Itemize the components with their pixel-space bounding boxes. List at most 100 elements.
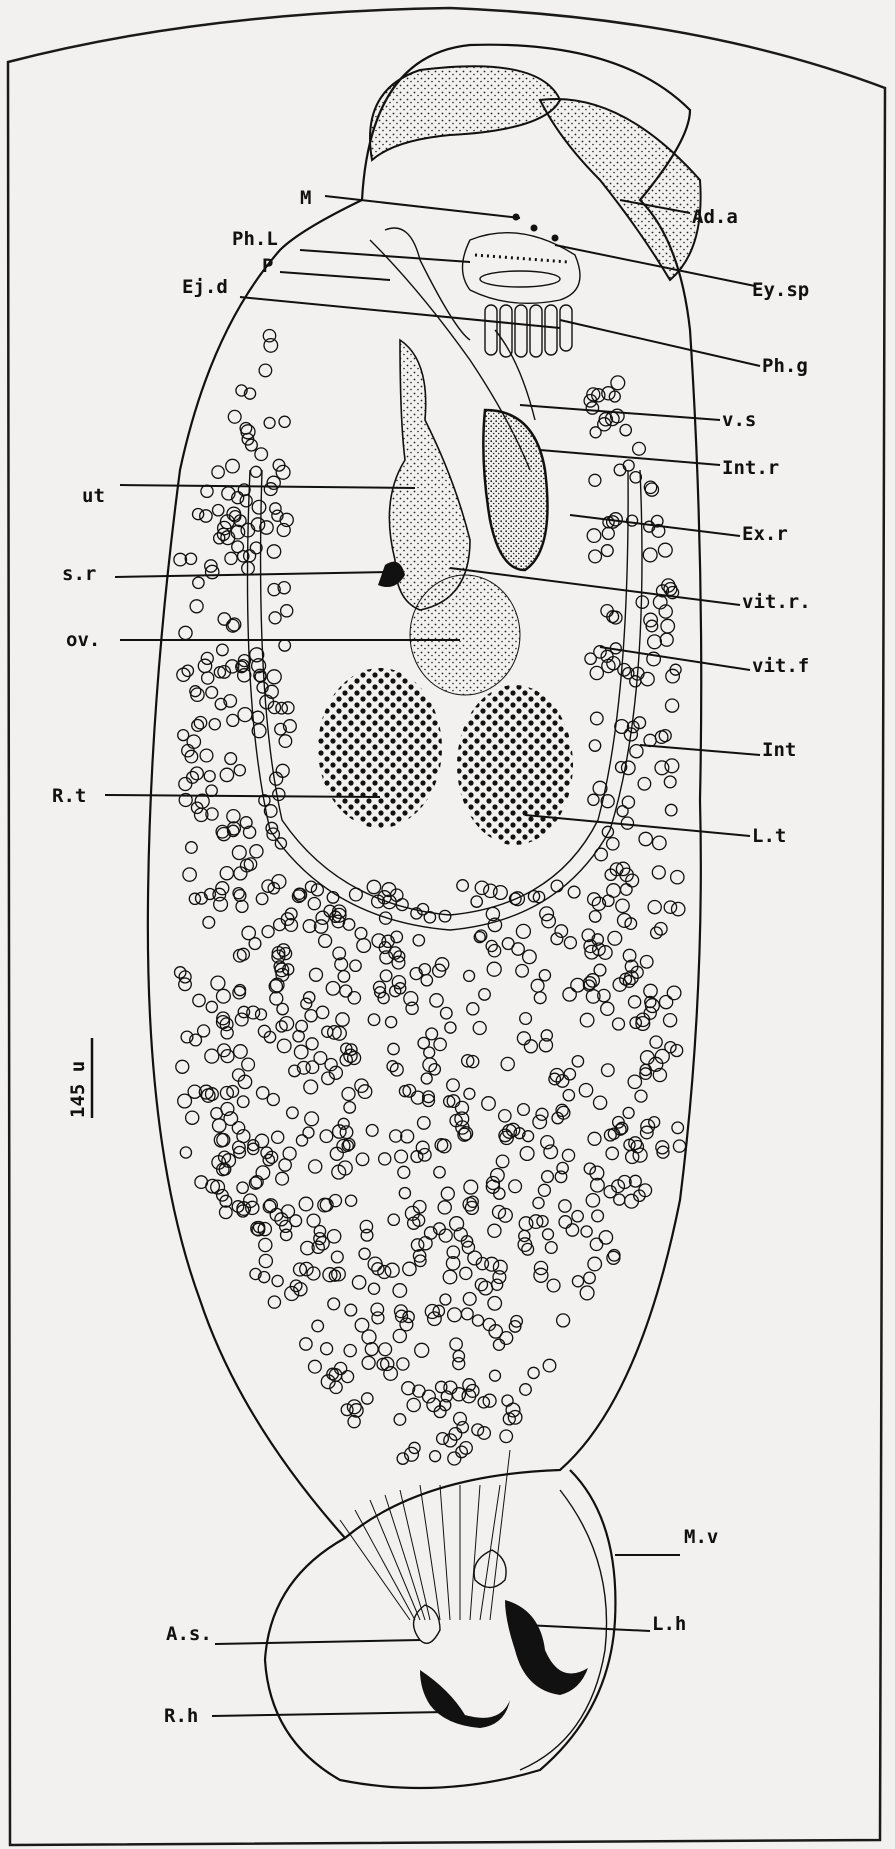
vitelline-follicle xyxy=(426,1028,438,1040)
vitelline-follicle xyxy=(634,717,646,729)
excretory-reservoir xyxy=(483,410,547,570)
vitelline-follicle xyxy=(206,785,217,796)
vitelline-follicle xyxy=(226,459,240,473)
vitelline-follicle xyxy=(183,868,196,881)
vitelline-follicle xyxy=(259,1238,272,1251)
vitelline-follicle xyxy=(496,1155,509,1168)
vitelline-follicle xyxy=(277,1003,288,1014)
label-M-v: M.v xyxy=(684,1526,718,1548)
vitelline-follicle xyxy=(256,1166,270,1180)
vitelline-follicle xyxy=(326,982,340,996)
vitelline-follicle xyxy=(633,442,646,455)
vitelline-follicle xyxy=(276,764,289,777)
vitelline-follicle xyxy=(520,1384,532,1396)
vitelline-follicle xyxy=(209,719,220,730)
vitelline-follicle xyxy=(225,753,237,765)
vitelline-follicle xyxy=(472,1315,483,1326)
vitelline-follicle xyxy=(494,886,508,900)
vitelline-follicle xyxy=(614,464,626,476)
vitelline-follicle xyxy=(282,1205,295,1218)
vitelline-follicle xyxy=(623,1107,634,1118)
vitelline-follicle xyxy=(421,1073,432,1084)
label-ov: ov. xyxy=(66,629,100,651)
label-L-t: L.t xyxy=(752,825,786,847)
vitelline-follicle xyxy=(660,996,673,1009)
vitelline-follicle xyxy=(338,971,350,983)
vitelline-follicle xyxy=(342,1371,354,1383)
vitelline-follicle xyxy=(204,771,215,782)
vitelline-follicle xyxy=(664,583,677,596)
vitelline-follicle xyxy=(236,900,248,912)
vitelline-follicle xyxy=(646,999,660,1013)
vitelline-follicle xyxy=(436,1381,447,1392)
vitelline-follicle xyxy=(203,917,215,929)
vitelline-follicle xyxy=(220,867,233,880)
vitelline-follicle xyxy=(357,939,371,953)
vitelline-follicle xyxy=(500,1430,513,1443)
label-Int-r: Int.r xyxy=(722,457,779,479)
vitelline-follicle xyxy=(331,1251,343,1263)
vitelline-follicle xyxy=(502,938,514,950)
vitelline-follicle xyxy=(379,1153,391,1165)
adhesive-attitude xyxy=(370,66,560,160)
vitelline-follicle xyxy=(493,1260,507,1274)
vitelline-follicle xyxy=(340,985,352,997)
eye-spot xyxy=(531,225,538,232)
vitelline-follicle xyxy=(314,1226,325,1237)
vitelline-follicle xyxy=(277,1039,291,1053)
vitelline-follicle xyxy=(562,1149,574,1161)
vitelline-follicle xyxy=(434,1167,445,1178)
pharynx-lumen xyxy=(480,271,560,287)
vitelline-follicle xyxy=(263,330,275,342)
label-Ey-sp: Ey.sp xyxy=(752,279,809,301)
vitelline-follicle xyxy=(621,884,633,896)
vitelline-follicle xyxy=(421,975,432,986)
left-hook xyxy=(505,1600,588,1695)
label-Ad-a: Ad.a xyxy=(692,206,738,228)
vitelline-follicle xyxy=(626,874,639,887)
label-P: P xyxy=(262,255,273,277)
vitelline-follicle xyxy=(348,992,360,1004)
vitelline-follicle xyxy=(283,1147,296,1160)
vitelline-follicle xyxy=(479,1281,493,1295)
vitelline-follicle xyxy=(266,1151,278,1163)
vitelline-follicle xyxy=(198,1025,210,1037)
vitelline-follicle xyxy=(342,1088,355,1101)
vitelline-follicle xyxy=(664,776,676,788)
vitelline-follicle xyxy=(394,1414,406,1426)
vitelline-follicle xyxy=(440,1294,451,1305)
vitelline-follicle xyxy=(631,1141,643,1153)
vitelline-follicle xyxy=(618,914,632,928)
vitelline-follicle xyxy=(235,1013,248,1026)
vitelline-follicle xyxy=(648,901,661,914)
vitelline-follicle xyxy=(193,994,205,1006)
vitelline-follicle xyxy=(202,1089,215,1102)
vitelline-follicle xyxy=(308,898,320,910)
vitelline-follicle xyxy=(321,1343,333,1355)
vitelline-follicle xyxy=(227,714,239,726)
vitelline-follicle xyxy=(667,986,681,1000)
vitelline-follicle xyxy=(636,596,648,608)
pharynx-dots xyxy=(475,255,568,262)
vitelline-follicle xyxy=(220,1206,233,1219)
vitelline-follicle xyxy=(664,901,676,913)
vitelline-follicle xyxy=(589,911,601,923)
label-v-s: v.s xyxy=(722,409,756,431)
vitelline-follicle xyxy=(290,1280,302,1292)
vitelline-follicle xyxy=(272,1131,284,1143)
vitelline-follicle xyxy=(453,1351,464,1362)
vitelline-follicle xyxy=(186,1111,199,1124)
vitelline-follicle xyxy=(276,1172,289,1185)
vitelline-follicle xyxy=(568,886,580,898)
vitelline-follicle xyxy=(368,1014,380,1026)
vitelline-follicle xyxy=(240,495,252,507)
vitelline-follicle xyxy=(365,1343,378,1356)
vitelline-follicle xyxy=(534,1268,548,1282)
vitelline-follicle xyxy=(602,826,613,837)
vitelline-follicle xyxy=(344,1102,356,1114)
vitelline-follicle xyxy=(524,1040,537,1053)
vitelline-follicle xyxy=(296,1135,307,1146)
vitelline-follicle xyxy=(310,968,323,981)
vitelline-follicle xyxy=(202,672,214,684)
vitelline-follicle xyxy=(601,545,613,557)
